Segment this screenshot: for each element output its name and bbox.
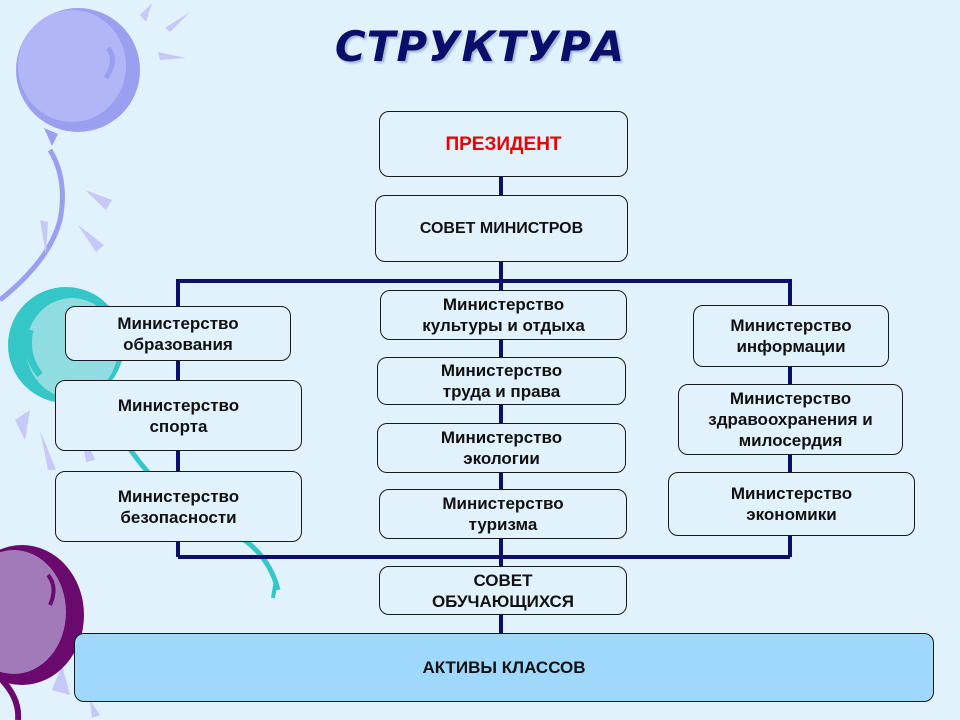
- ministry-label: Министерство: [730, 316, 852, 335]
- ministry-label: Министерство: [730, 484, 853, 503]
- ministry-name: информации: [736, 337, 846, 356]
- ministry-name: туризма: [468, 515, 538, 534]
- ministry-economy-box[interactable]: Министерство экономики: [668, 472, 915, 536]
- ministry-education-box[interactable]: Министерство образования: [65, 306, 291, 361]
- student-council-line2: ОБУЧАЮЩИХСЯ: [431, 591, 575, 611]
- ministry-name: здравоохранения и: [708, 410, 873, 429]
- student-council-line1: СОВЕТ: [473, 570, 533, 590]
- ministry-name-cont: милосердия: [738, 431, 843, 450]
- ministry-culture-box[interactable]: Министерство культуры и отдыха: [380, 290, 627, 340]
- ministry-labor-box[interactable]: Министерство труда и права: [377, 357, 626, 405]
- ministry-label: Министерство: [117, 313, 239, 333]
- ministry-tourism-box[interactable]: Министерство туризма: [379, 489, 627, 539]
- ministry-information-box[interactable]: Министерство информации: [693, 305, 889, 367]
- class-assets-box[interactable]: АКТИВЫ КЛАССОВ: [74, 633, 934, 702]
- president-label: ПРЕЗИДЕНТ: [445, 133, 562, 155]
- council-of-ministers-label: СОВЕТ МИНИСТРОВ: [419, 220, 584, 237]
- ministry-sport-box[interactable]: Министерство спорта: [55, 380, 302, 451]
- ministry-name: экологии: [463, 449, 540, 468]
- ministry-label: Министерство: [440, 428, 563, 447]
- connector-top-bus: [176, 279, 792, 306]
- president-box[interactable]: ПРЕЗИДЕНТ: [379, 111, 628, 177]
- student-council-box[interactable]: СОВЕТ ОБУЧАЮЩИХСЯ: [379, 566, 627, 615]
- ministry-health-box[interactable]: Министерство здравоохранения и милосерди…: [678, 384, 903, 455]
- ministry-name: экономики: [746, 505, 837, 524]
- ministry-name: культуры и отдыха: [422, 316, 585, 335]
- council-of-ministers-box[interactable]: СОВЕТ МИНИСТРОВ: [375, 195, 628, 262]
- ministry-name: образования: [123, 334, 233, 354]
- ministry-security-box[interactable]: Министерство безопасности: [55, 471, 302, 542]
- ministry-label: Министерство: [440, 361, 563, 380]
- ministry-name: безопасности: [120, 507, 237, 527]
- ministry-name: спорта: [149, 416, 208, 436]
- class-assets-label: АКТИВЫ КЛАССОВ: [422, 658, 586, 677]
- ministry-label: Министерство: [729, 389, 852, 408]
- page-title: СТРУКТУРА: [334, 22, 626, 71]
- ministry-name: труда и права: [442, 382, 561, 401]
- ministry-label: Министерство: [442, 295, 565, 314]
- ministry-ecology-box[interactable]: Министерство экологии: [377, 423, 626, 473]
- ministry-label: Министерство: [442, 494, 564, 513]
- ministry-label: Министерство: [117, 395, 240, 415]
- ministry-label: Министерство: [117, 486, 240, 506]
